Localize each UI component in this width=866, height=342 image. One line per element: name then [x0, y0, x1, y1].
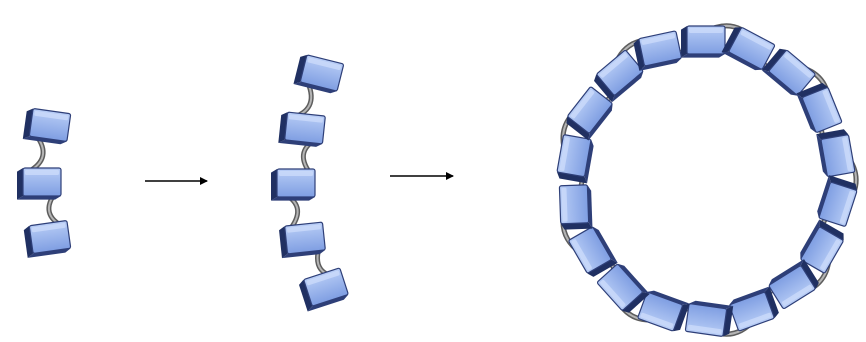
closed-ring: [556, 24, 859, 337]
short-chain-block-3: [23, 220, 71, 257]
longer-chain-block-2: [278, 111, 325, 147]
ring-block-18: [633, 31, 683, 71]
short-chain-block-2: [17, 168, 61, 200]
short-chain-block-1: [23, 108, 71, 145]
ring-block-1: [681, 26, 725, 58]
longer-chain: [271, 53, 350, 311]
ring-block-6: [815, 175, 859, 227]
ring-block-5: [816, 129, 855, 178]
longer-chain-block-3: [271, 169, 315, 201]
ring-block-14: [559, 185, 592, 230]
longer-chain-block-5: [298, 268, 350, 312]
longer-chain-block-1: [293, 53, 343, 94]
ring-block-15: [556, 135, 595, 184]
short-chain: [17, 108, 71, 258]
longer-chain-block-4: [279, 222, 326, 258]
ring-block-10: [685, 300, 733, 337]
